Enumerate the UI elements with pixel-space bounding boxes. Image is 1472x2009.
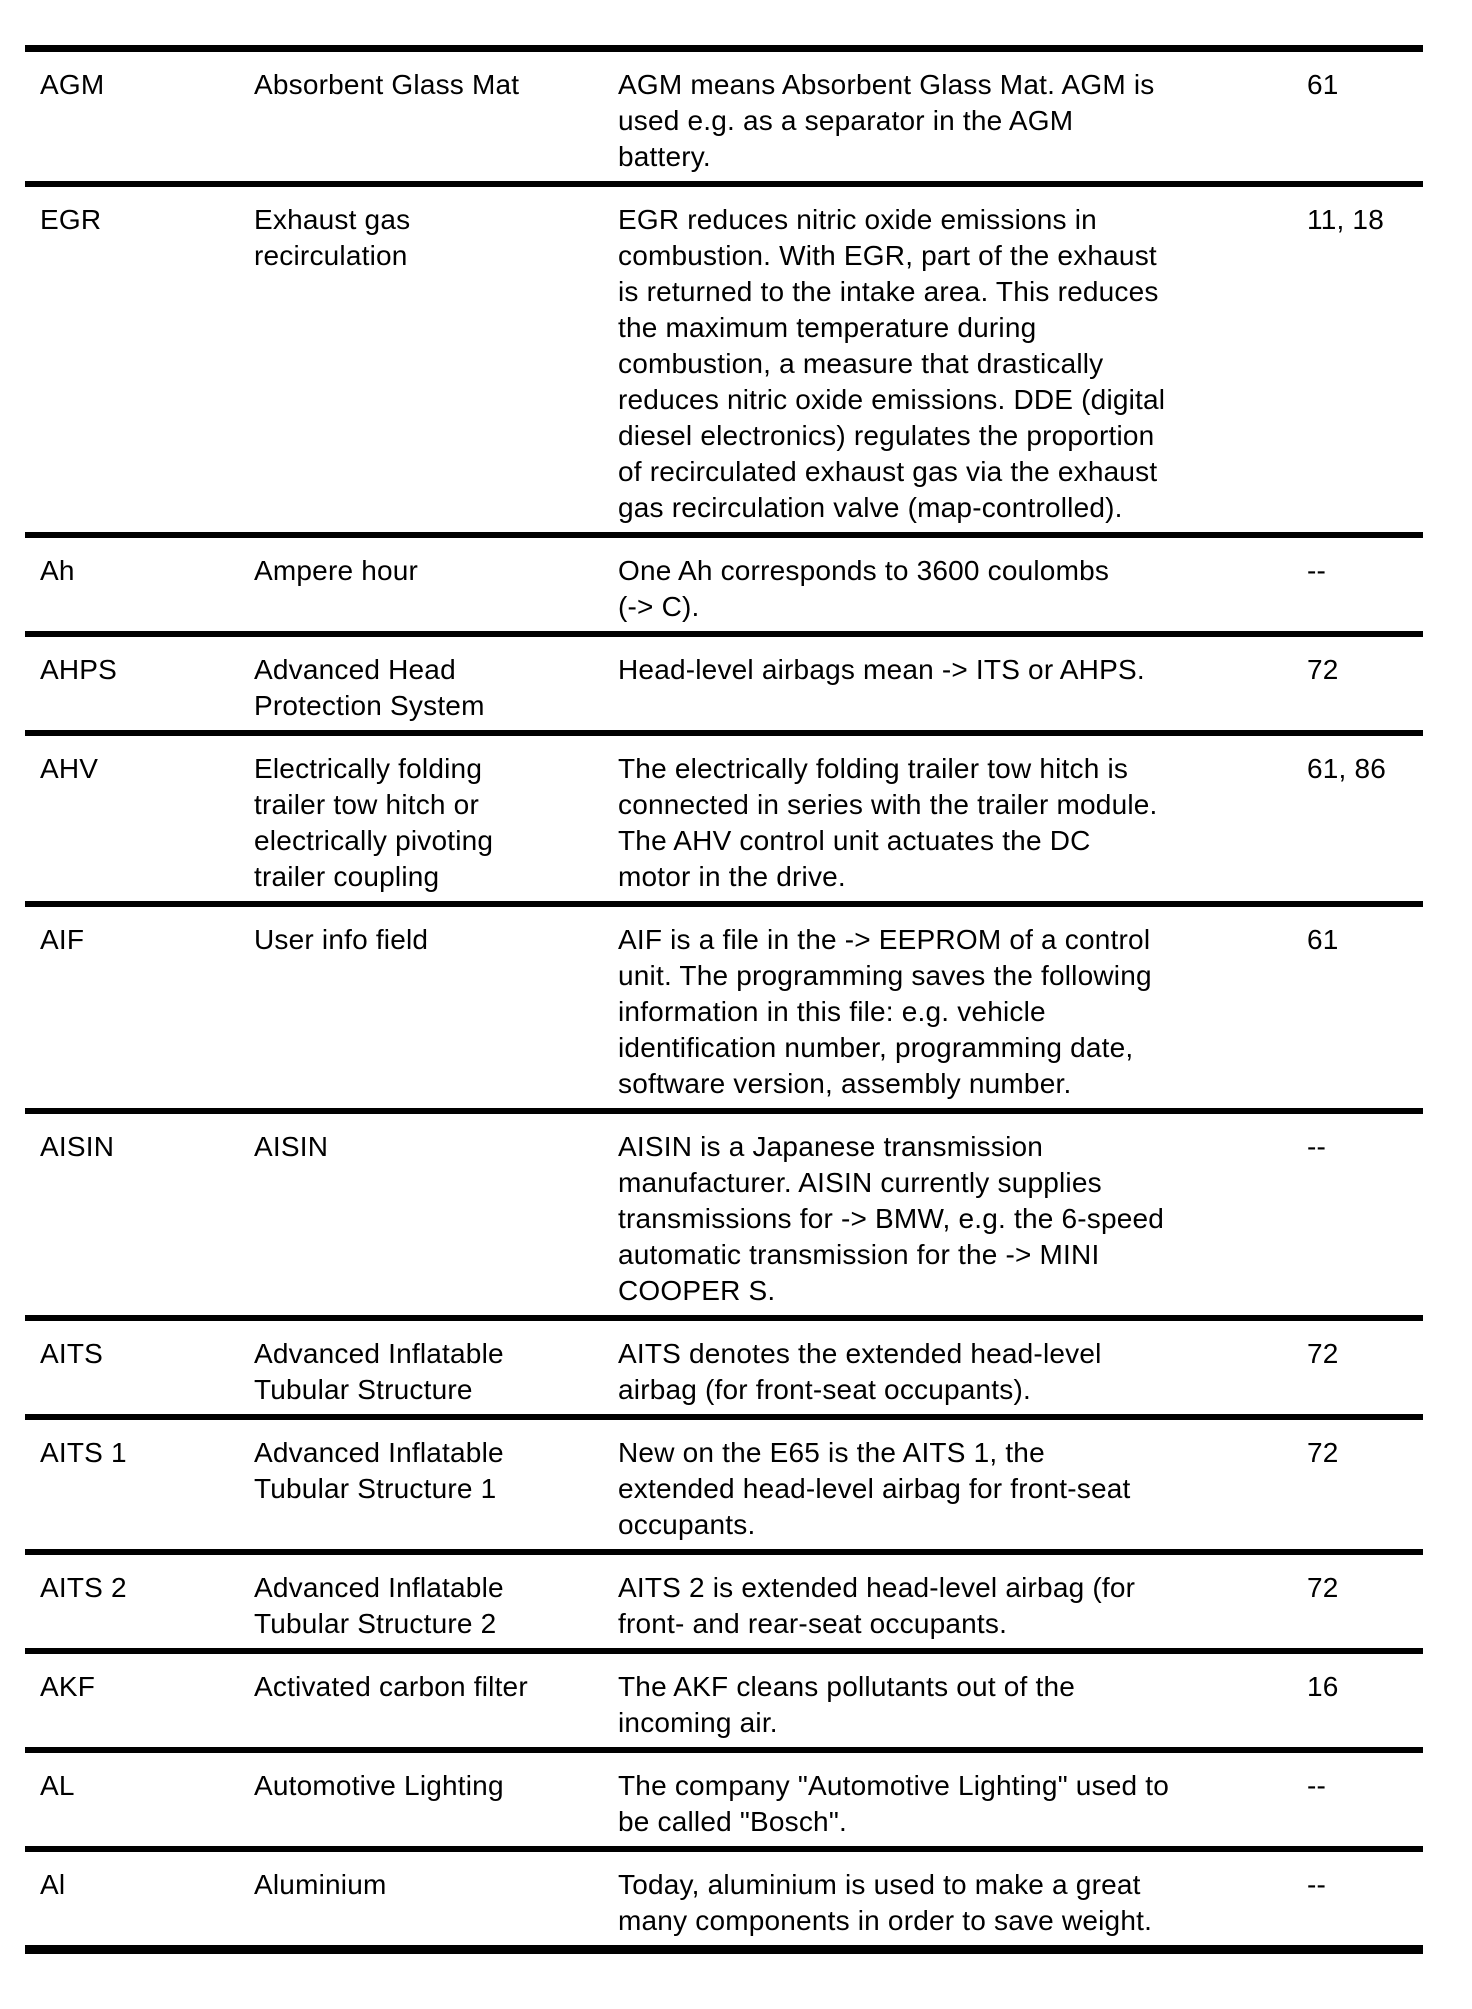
- table-row: Al Aluminium Today, aluminium is used to…: [25, 1852, 1423, 1954]
- pages-cell: 72: [1307, 654, 1339, 685]
- description-cell: AIF is a file in the -> EEPROM of a cont…: [618, 924, 1152, 1099]
- abbreviation-cell: AITS: [40, 1338, 104, 1369]
- description-cell: AGM means Absorbent Glass Mat. AGM is us…: [618, 69, 1155, 172]
- pages-cell: --: [1307, 1770, 1327, 1801]
- abbreviation-cell: AL: [40, 1770, 75, 1801]
- abbreviation-cell: Ah: [40, 555, 75, 586]
- pages-cell: 72: [1307, 1338, 1339, 1369]
- abbreviation-cell: AIF: [40, 924, 85, 955]
- pages-cell: --: [1307, 1869, 1327, 1900]
- term-cell: Advanced Head Protection System: [254, 654, 485, 721]
- table-row: AKF Activated carbon filter The AKF clea…: [25, 1654, 1423, 1753]
- table-row: Ah Ampere hour One Ah corresponds to 360…: [25, 538, 1423, 637]
- abbreviation-cell: EGR: [40, 204, 102, 235]
- glossary-table: AGM Absorbent Glass Mat AGM means Absorb…: [25, 45, 1423, 1954]
- term-cell: Advanced Inflatable Tubular Structure 2: [254, 1572, 504, 1639]
- description-cell: EGR reduces nitric oxide emissions in co…: [618, 204, 1166, 523]
- description-cell: Today, aluminium is used to make a great…: [618, 1869, 1153, 1936]
- pages-cell: 16: [1307, 1671, 1339, 1702]
- pages-cell: 72: [1307, 1572, 1339, 1603]
- term-cell: Electrically folding trailer tow hitch o…: [254, 753, 494, 892]
- pages-cell: 61: [1307, 924, 1339, 955]
- abbreviation-cell: AGM: [40, 69, 105, 100]
- table-row: AITS Advanced Inflatable Tubular Structu…: [25, 1321, 1423, 1420]
- pages-cell: 72: [1307, 1437, 1339, 1468]
- term-cell: Advanced Inflatable Tubular Structure 1: [254, 1437, 504, 1504]
- description-cell: AISIN is a Japanese transmission manufac…: [618, 1131, 1165, 1306]
- term-cell: Ampere hour: [254, 555, 419, 586]
- term-cell: AISIN: [254, 1131, 329, 1162]
- description-cell: New on the E65 is the AITS 1, the extend…: [618, 1437, 1131, 1540]
- abbreviation-cell: AHV: [40, 753, 99, 784]
- pages-cell: 11, 18: [1307, 204, 1384, 235]
- pages-cell: 61: [1307, 69, 1339, 100]
- description-cell: The company "Automotive Lighting" used t…: [618, 1770, 1170, 1837]
- table-row: AIF User info field AIF is a file in the…: [25, 907, 1423, 1114]
- table-row: AITS 2 Advanced Inflatable Tubular Struc…: [25, 1555, 1423, 1654]
- term-cell: Advanced Inflatable Tubular Structure: [254, 1338, 504, 1405]
- table-row: AL Automotive Lighting The company "Auto…: [25, 1753, 1423, 1852]
- description-cell: One Ah corresponds to 3600 coulombs (-> …: [618, 555, 1110, 622]
- description-cell: AITS 2 is extended head-level airbag (fo…: [618, 1572, 1136, 1639]
- abbreviation-cell: AITS 1: [40, 1437, 127, 1468]
- term-cell: Aluminium: [254, 1869, 387, 1900]
- description-cell: The AKF cleans pollutants out of the inc…: [618, 1671, 1076, 1738]
- term-cell: Activated carbon filter: [254, 1671, 528, 1702]
- pages-cell: 61, 86: [1307, 753, 1387, 784]
- abbreviation-cell: AITS 2: [40, 1572, 127, 1603]
- pages-cell: --: [1307, 555, 1327, 586]
- table-row: AITS 1 Advanced Inflatable Tubular Struc…: [25, 1420, 1423, 1555]
- term-cell: Exhaust gas recirculation: [254, 204, 411, 271]
- abbreviation-cell: AISIN: [40, 1131, 115, 1162]
- table-row: EGR Exhaust gas recirculation EGR reduce…: [25, 187, 1423, 538]
- abbreviation-cell: AHPS: [40, 654, 118, 685]
- term-cell: User info field: [254, 924, 429, 955]
- abbreviation-cell: AKF: [40, 1671, 96, 1702]
- description-cell: The electrically folding trailer tow hit…: [618, 753, 1158, 892]
- pages-cell: --: [1307, 1131, 1327, 1162]
- description-cell: Head-level airbags mean -> ITS or AHPS.: [618, 654, 1145, 685]
- term-cell: Automotive Lighting: [254, 1770, 504, 1801]
- table-row: AGM Absorbent Glass Mat AGM means Absorb…: [25, 52, 1423, 187]
- table-row: AISIN AISIN AISIN is a Japanese transmis…: [25, 1114, 1423, 1321]
- description-cell: AITS denotes the extended head-level air…: [618, 1338, 1102, 1405]
- term-cell: Absorbent Glass Mat: [254, 69, 520, 100]
- table-row: AHV Electrically folding trailer tow hit…: [25, 736, 1423, 907]
- abbreviation-cell: Al: [40, 1869, 66, 1900]
- table-row: AHPS Advanced Head Protection System Hea…: [25, 637, 1423, 736]
